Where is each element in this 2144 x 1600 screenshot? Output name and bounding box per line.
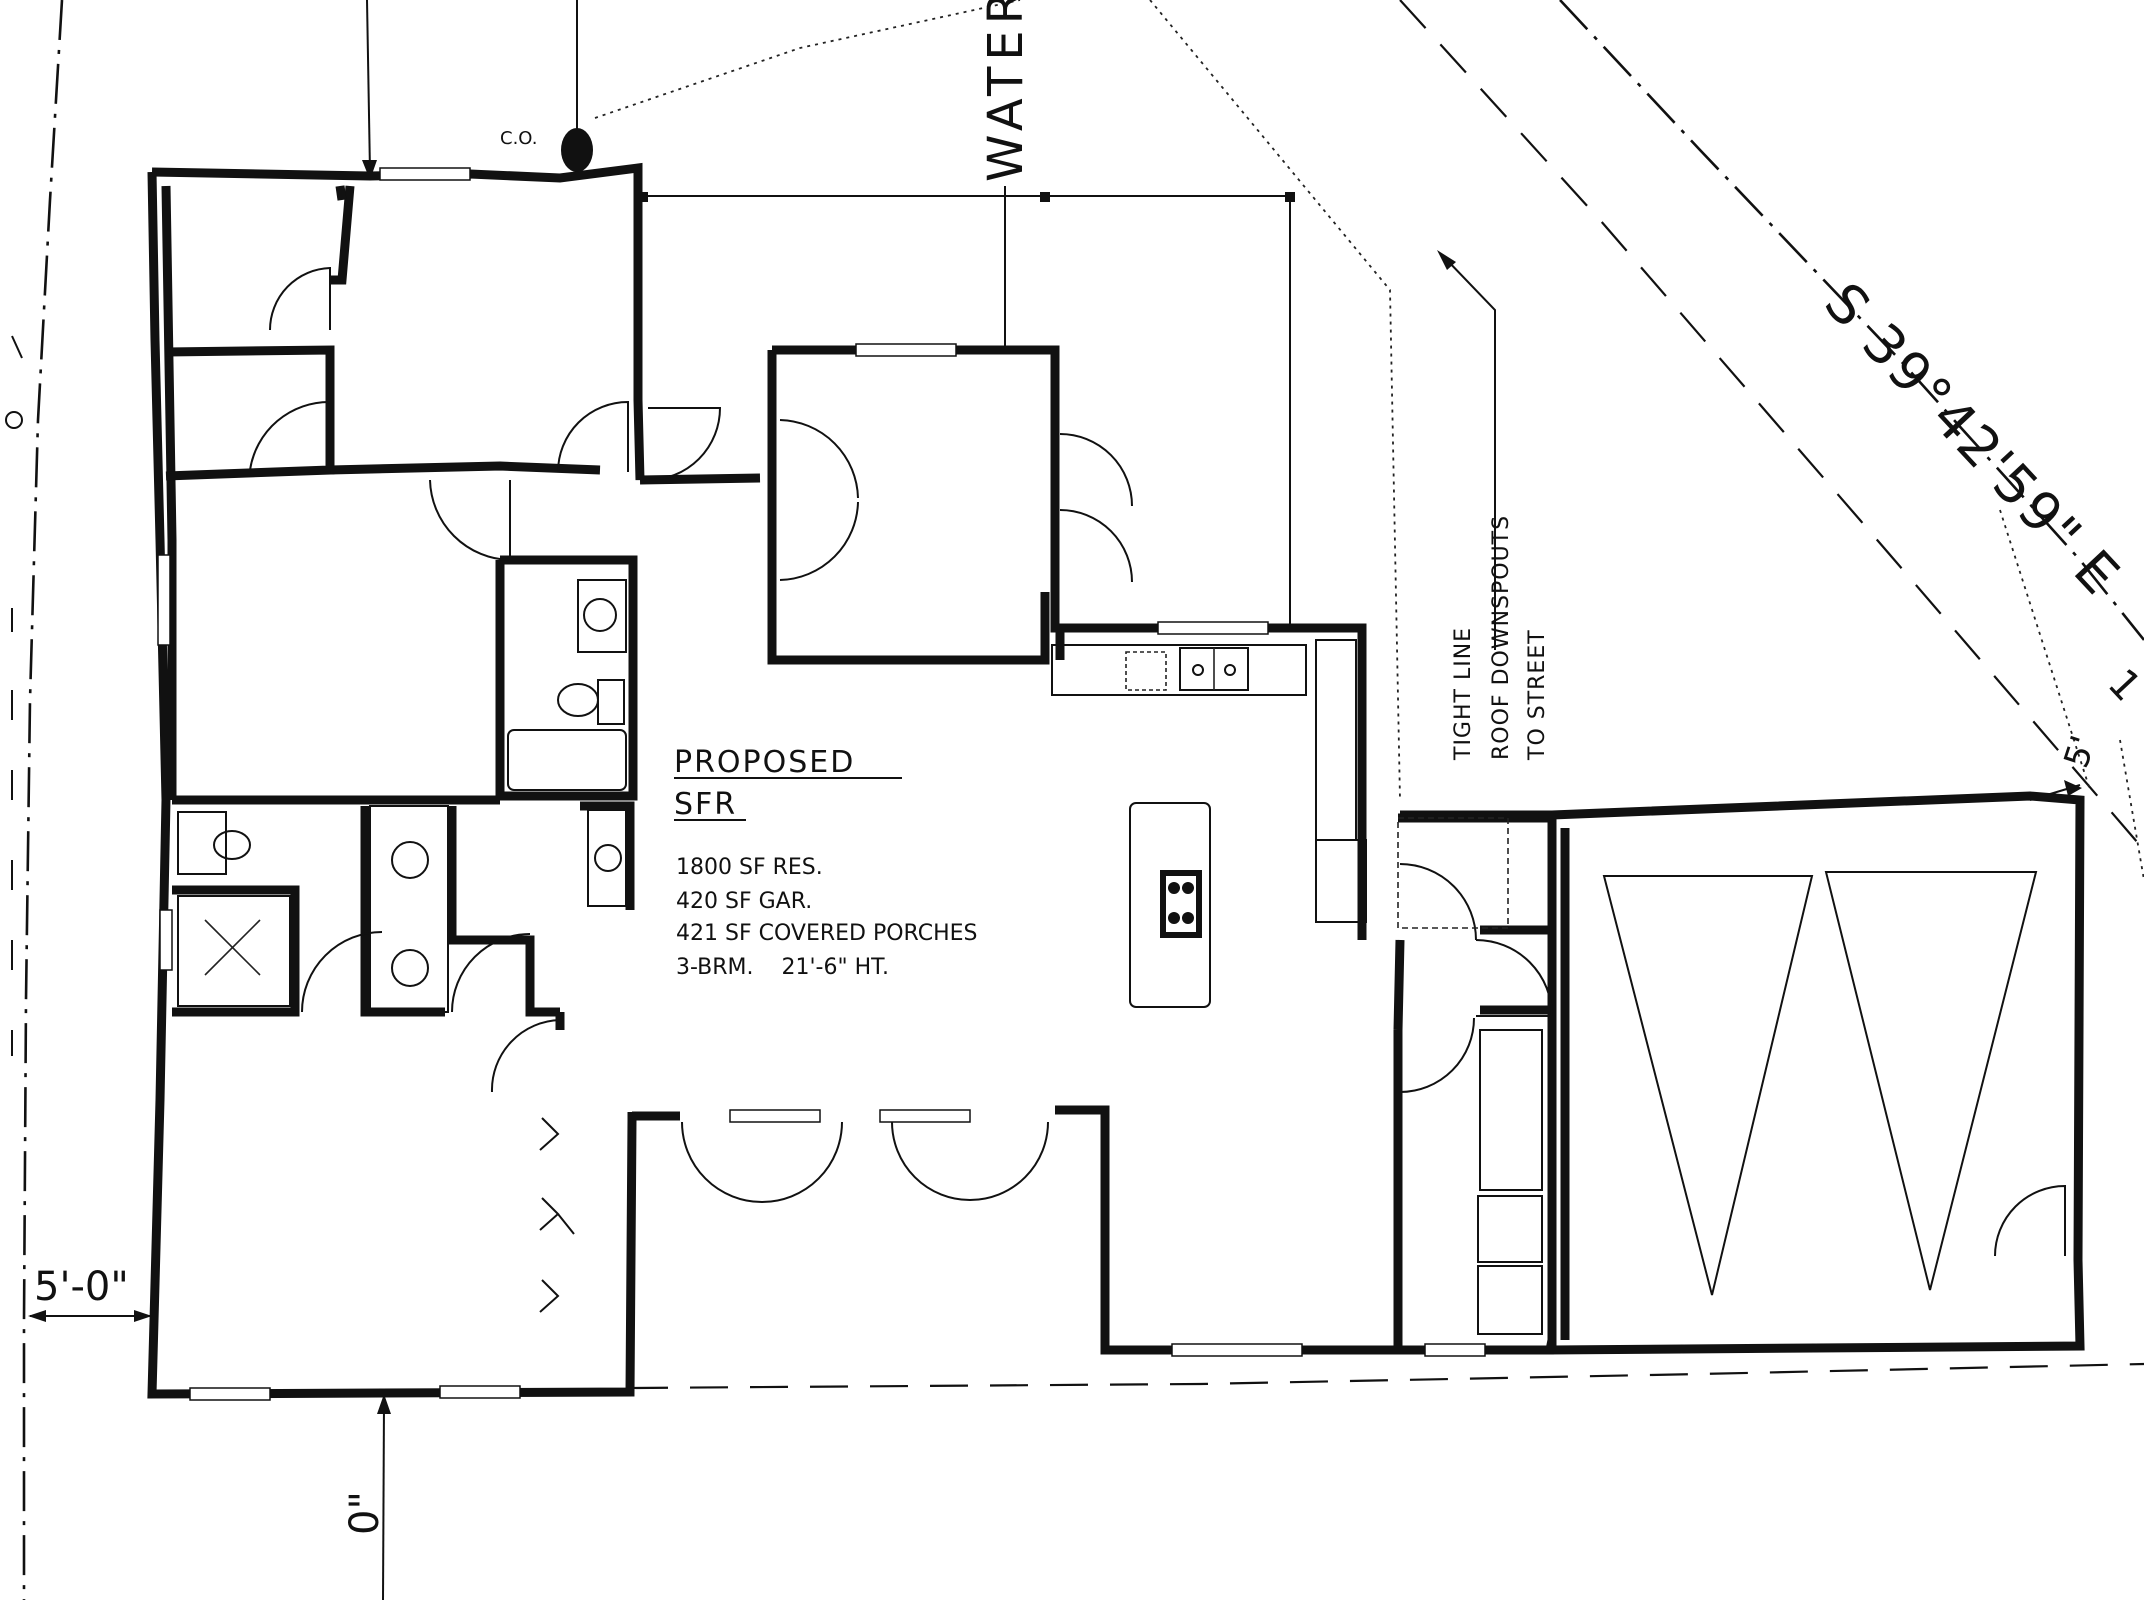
spec-line-2: 420 SF GAR. [676,889,812,914]
sink-master-2 [391,949,429,987]
downspout-line3: TO STREET [1525,629,1550,761]
kitchen-counter-right [1315,639,1357,841]
fixtures [177,579,1543,1335]
dishwasher [1125,651,1167,691]
doors [249,266,2066,1313]
vanity-hall-bath [577,579,627,653]
spec-line-4: 3-BRM. 21'-6" HT. [676,955,889,980]
car-bay-1 [1602,875,1814,1296]
water-label: WATER [978,0,1034,182]
toilet-tank-master [177,811,227,875]
water-service-line [594,0,1021,119]
kitchen-island [1129,802,1211,1008]
water-label-group: WATER [978,0,1034,182]
vanity-powder [587,809,627,907]
bathtub [507,729,627,791]
arrows [28,0,2082,1600]
downspout-line1: TIGHT LINE [1451,627,1476,761]
kitchen-counter-top [1051,644,1307,696]
dotted-line-right [2119,739,2144,881]
dotted-easement-line [1149,0,1401,801]
title-line1: PROPOSED [674,745,855,780]
cleanout-marker [561,128,593,172]
cleanout-group: C.O. [500,0,593,172]
spec-line-3: 421 SF COVERED PORCHES [676,921,978,946]
right-setback-line [1399,0,2144,851]
interior-walls [165,185,1552,1350]
sink-powder [594,844,622,872]
shower-master [177,895,291,1007]
cleanout-label: C.O. [500,128,537,149]
toilet-hall-bath [557,683,599,717]
vanity-master [369,805,449,1013]
right-property-line [1559,0,2144,641]
bearing-label: S 39°42'59" E [1812,271,2132,608]
windows [157,167,1486,1401]
setback-bottom-label: 0" [342,1491,388,1535]
spec-line-1: 1800 SF RES. [676,855,823,880]
garage-cars [1602,871,2038,1296]
toilet-master [213,830,251,860]
setback-left-label: 5'-0" [34,1264,129,1310]
title-line2: SFR [674,787,737,822]
bottom-setback-line [629,1362,2144,1390]
bearing-tail: 1 [2099,660,2144,710]
range [1315,839,1367,923]
exterior-walls [147,162,2085,1399]
left-property-line [22,0,64,1600]
sink-master-1 [391,841,429,879]
dryer [1477,1265,1543,1335]
covered-porch-top [638,186,1295,628]
setback-right-label: 5' [2057,731,2105,773]
sink-hall-bath [583,598,617,632]
downspout-line2: ROOF DOWNSPOUTS [1489,515,1514,760]
bench [1479,1029,1543,1191]
left-edge-marks [5,335,23,1056]
title-block: PROPOSED SFR 1800 SF RES. 420 SF GAR. 42… [674,745,978,980]
dotted-setback-line [1999,509,2091,791]
car-bay-2 [1824,871,2038,1291]
pantry [1397,817,1509,929]
property-lines [22,0,2144,1600]
washer [1477,1195,1543,1263]
